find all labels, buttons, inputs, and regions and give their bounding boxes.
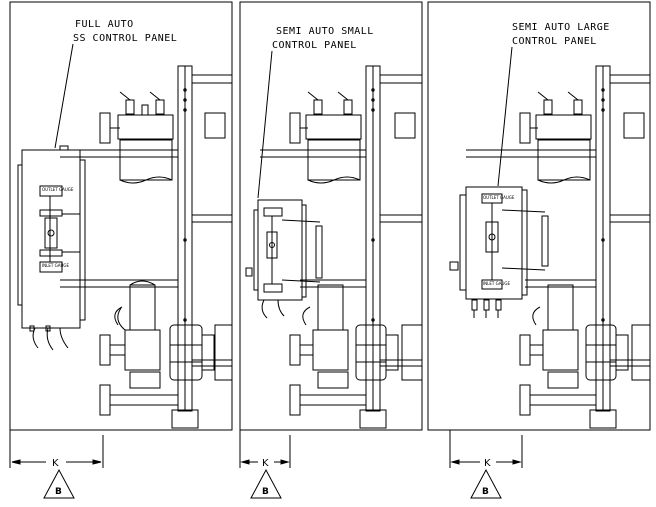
pump-assembly bbox=[519, 284, 596, 416]
revision-letter: B bbox=[482, 487, 489, 497]
pump-assembly bbox=[289, 284, 366, 416]
control-panel-semi-auto-large: OUTLET GAUGE INLET GAUGE bbox=[449, 186, 549, 318]
filter-housing bbox=[289, 91, 416, 184]
revision-letter: B bbox=[55, 487, 62, 497]
panel-label-line2: SS CONTROL PANEL bbox=[73, 33, 177, 44]
actuator bbox=[585, 324, 651, 381]
outlet-gauge-label: OUTLET GAUGE bbox=[42, 187, 74, 192]
filter-housing bbox=[99, 91, 226, 184]
revision-triangle: B bbox=[43, 468, 75, 499]
panel-label-line1: SEMI AUTO LARGE bbox=[512, 22, 610, 33]
view-full-auto: FULL AUTO SS CONTROL PANEL bbox=[9, 1, 233, 499]
dimension-label: K bbox=[262, 458, 269, 469]
skid-frame bbox=[260, 65, 422, 429]
view-semi-auto-small: SEMI AUTO SMALL CONTROL PANEL bbox=[239, 1, 423, 499]
leader-line bbox=[54, 43, 74, 149]
view-semi-auto-large: SEMI AUTO LARGE CONTROL PANEL bbox=[427, 1, 651, 499]
actuator bbox=[169, 324, 233, 381]
panel-label-line2: CONTROL PANEL bbox=[272, 40, 357, 51]
view-border bbox=[427, 1, 651, 431]
revision-triangle: B bbox=[250, 468, 282, 499]
view-border bbox=[9, 1, 233, 431]
dimension-k: K bbox=[239, 430, 291, 469]
panel-label-line1: SEMI AUTO SMALL bbox=[276, 26, 374, 37]
control-panel-full-auto: OUTLET GAUGE INLET GAUGE bbox=[17, 145, 86, 351]
revision-triangle: B bbox=[470, 468, 502, 499]
view-border bbox=[239, 1, 423, 431]
inlet-gauge-label: INLET GAUGE bbox=[42, 263, 70, 268]
panel-label-line2: CONTROL PANEL bbox=[512, 36, 597, 47]
filter-housing bbox=[519, 91, 645, 184]
inlet-gauge-label: INLET GAUGE bbox=[483, 281, 511, 286]
dimension-k: K bbox=[449, 430, 523, 469]
panel-label-line1: FULL AUTO bbox=[75, 19, 134, 30]
dimension-k: K bbox=[9, 430, 104, 469]
pump-assembly bbox=[99, 280, 178, 416]
outlet-gauge-label: OUTLET GAUGE bbox=[483, 195, 515, 200]
revision-letter: B bbox=[262, 487, 269, 497]
control-panel-semi-auto-small bbox=[245, 199, 323, 319]
dimension-label: K bbox=[484, 458, 491, 469]
skid-frame bbox=[60, 65, 232, 429]
actuator bbox=[355, 324, 423, 381]
skid-frame bbox=[466, 65, 650, 429]
dimension-label: K bbox=[52, 458, 59, 469]
